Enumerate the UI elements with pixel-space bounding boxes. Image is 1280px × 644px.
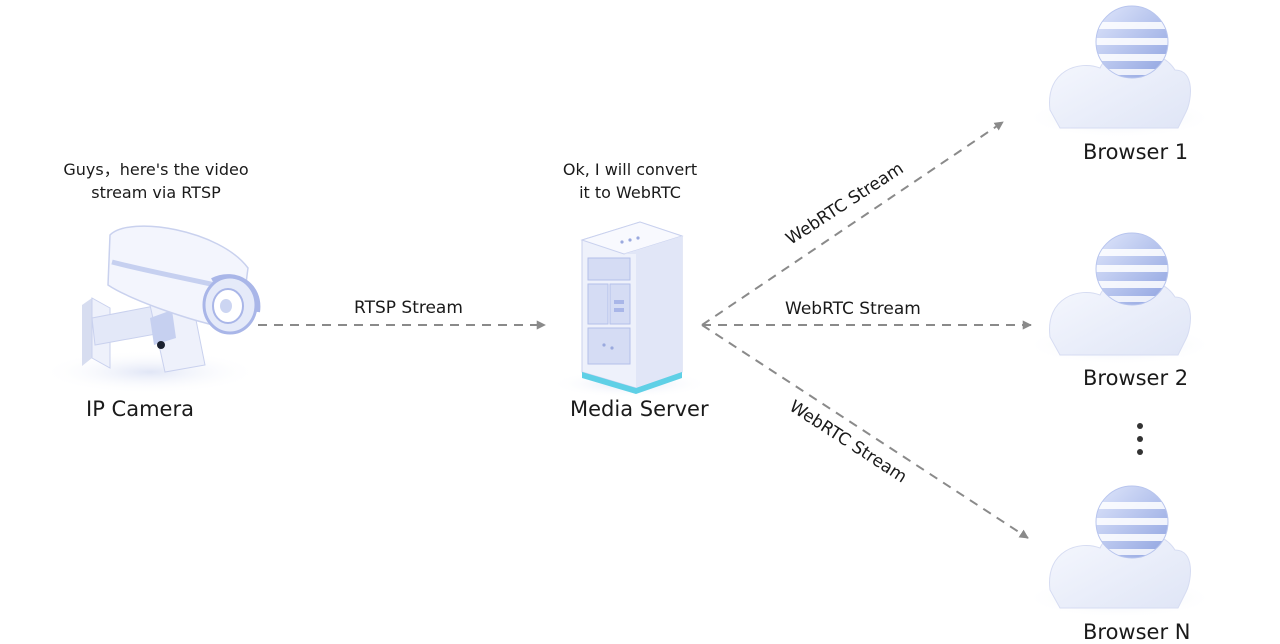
server-note-line-2: it to WebRTC: [579, 183, 681, 202]
camera-note: Guys，here's the video stream via RTSP: [46, 158, 266, 204]
browser-2-label: Browser 2: [1083, 366, 1189, 390]
security-camera-icon: [40, 225, 261, 394]
edge-webrtc-browser-1: [701, 121, 1004, 326]
globe-cloud-icon: [1025, 232, 1215, 365]
edge-webrtc-browser-n: [701, 324, 1029, 539]
server-rack-icon: [550, 221, 710, 398]
globe-cloud-icon: [1025, 485, 1215, 618]
edge-label-webrtc-2: WebRTC Stream: [785, 299, 921, 319]
server-note: Ok, I will convert it to WebRTC: [520, 158, 740, 204]
camera-label: IP Camera: [86, 397, 194, 421]
edge-label-rtsp: RTSP Stream: [354, 298, 463, 318]
globe-cloud-icon: [1025, 5, 1215, 138]
server-note-line-1: Ok, I will convert: [562, 160, 698, 179]
browser-1-label: Browser 1: [1083, 140, 1189, 164]
server-label: Media Server: [570, 397, 709, 421]
browser-n-label: Browser N: [1083, 620, 1191, 644]
camera-note-line-2: stream via RTSP: [91, 183, 221, 202]
camera-note-line-1: Guys，here's the video: [63, 160, 249, 179]
